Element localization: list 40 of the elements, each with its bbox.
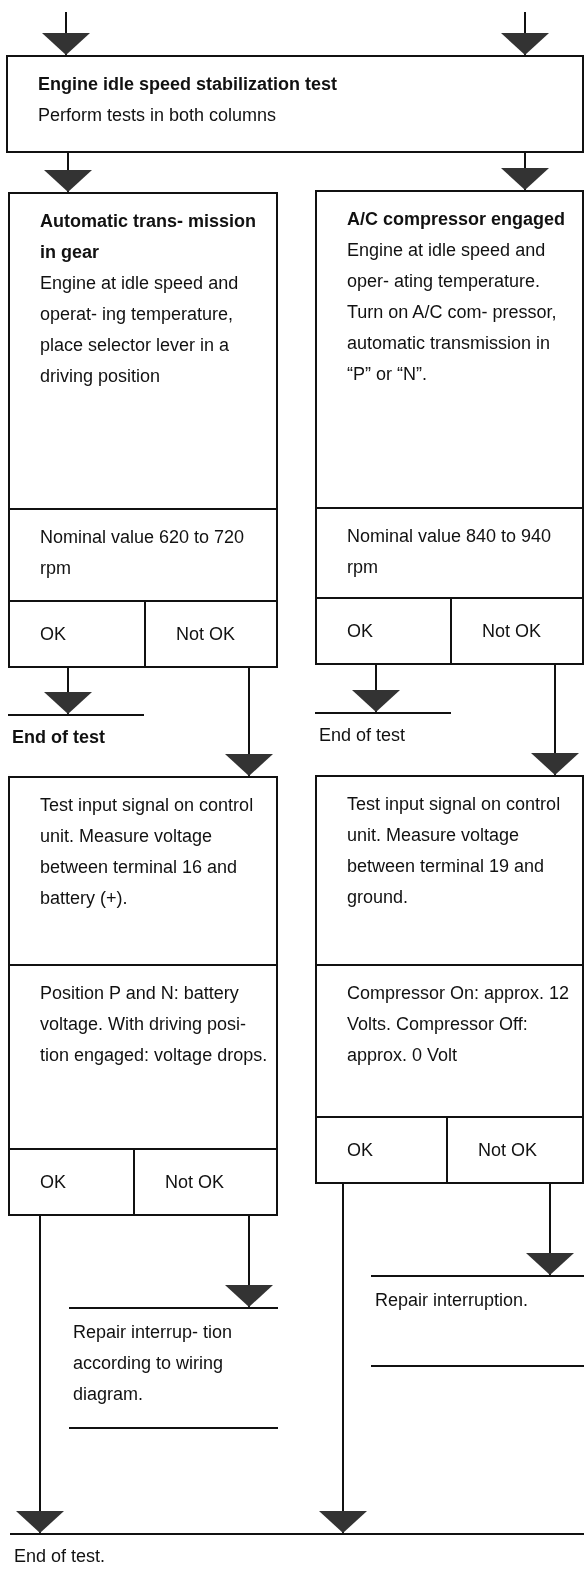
arrow: [501, 11, 549, 56]
end-of-test-terminal: End of test.: [10, 1533, 584, 1579]
not-ok-cell: Not OK: [450, 597, 584, 665]
result-box: Compressor On: approx. 12 Volts. Compressor Off: approx. 0 Volt: [315, 964, 584, 1118]
end-of-test-terminal: End of test: [315, 712, 451, 758]
body-text: Perform tests in both columns: [38, 104, 278, 127]
test-step-box: Test input signal on control unit. Measure voltage between terminal 19 and ground.: [315, 775, 584, 966]
ok-cell: OK: [315, 1116, 448, 1184]
condition-box: [315, 190, 584, 509]
arrow: [526, 1183, 574, 1276]
ok-cell: OK: [315, 597, 452, 665]
arrow: [531, 664, 579, 776]
arrow: [44, 667, 92, 715]
arrow: [225, 1215, 273, 1308]
heading-text: A/C compressor engaged: [347, 208, 567, 231]
test-step-box: Test input signal on control unit. Measure voltage between terminal 16 and battery (+).: [8, 776, 278, 966]
header-box: [6, 55, 584, 153]
heading-text: Automatic trans- mission in gear: [40, 210, 258, 264]
result-box: Position P and N: battery voltage. With driving posi- tion engaged: voltage drops.: [8, 964, 278, 1150]
arrow: [319, 1183, 367, 1534]
repair-step: Repair interrup- tion according to wiring diagram.: [69, 1307, 278, 1429]
not-ok-cell: Not OK: [133, 1148, 278, 1216]
arrow: [44, 152, 92, 193]
end-of-test-terminal: End of test: [8, 714, 144, 760]
repair-step: Repair interruption.: [371, 1275, 584, 1367]
arrow: [501, 152, 549, 191]
arrow: [352, 664, 400, 713]
not-ok-cell: Not OK: [144, 600, 278, 668]
arrow: [42, 11, 90, 56]
arrow: [225, 667, 273, 777]
condition-box: [8, 192, 278, 510]
ok-cell: OK: [8, 600, 146, 668]
body-text: Engine at idle speed and operat- ing temperature, place selector lever in a driving position: [40, 272, 240, 388]
nominal-value-box: Nominal value 840 to 940 rpm: [315, 507, 584, 599]
nominal-value-box: Nominal value 620 to 720 rpm: [8, 508, 278, 602]
heading-text: Engine idle speed stabilization test: [38, 73, 339, 96]
body-text: Engine at idle speed and oper- ating temperature. Turn on A/C com- pressor, automatic transmission in “P” or “N”.: [347, 239, 558, 386]
arrow: [16, 1215, 64, 1534]
not-ok-cell: Not OK: [446, 1116, 584, 1184]
ok-cell: OK: [8, 1148, 135, 1216]
